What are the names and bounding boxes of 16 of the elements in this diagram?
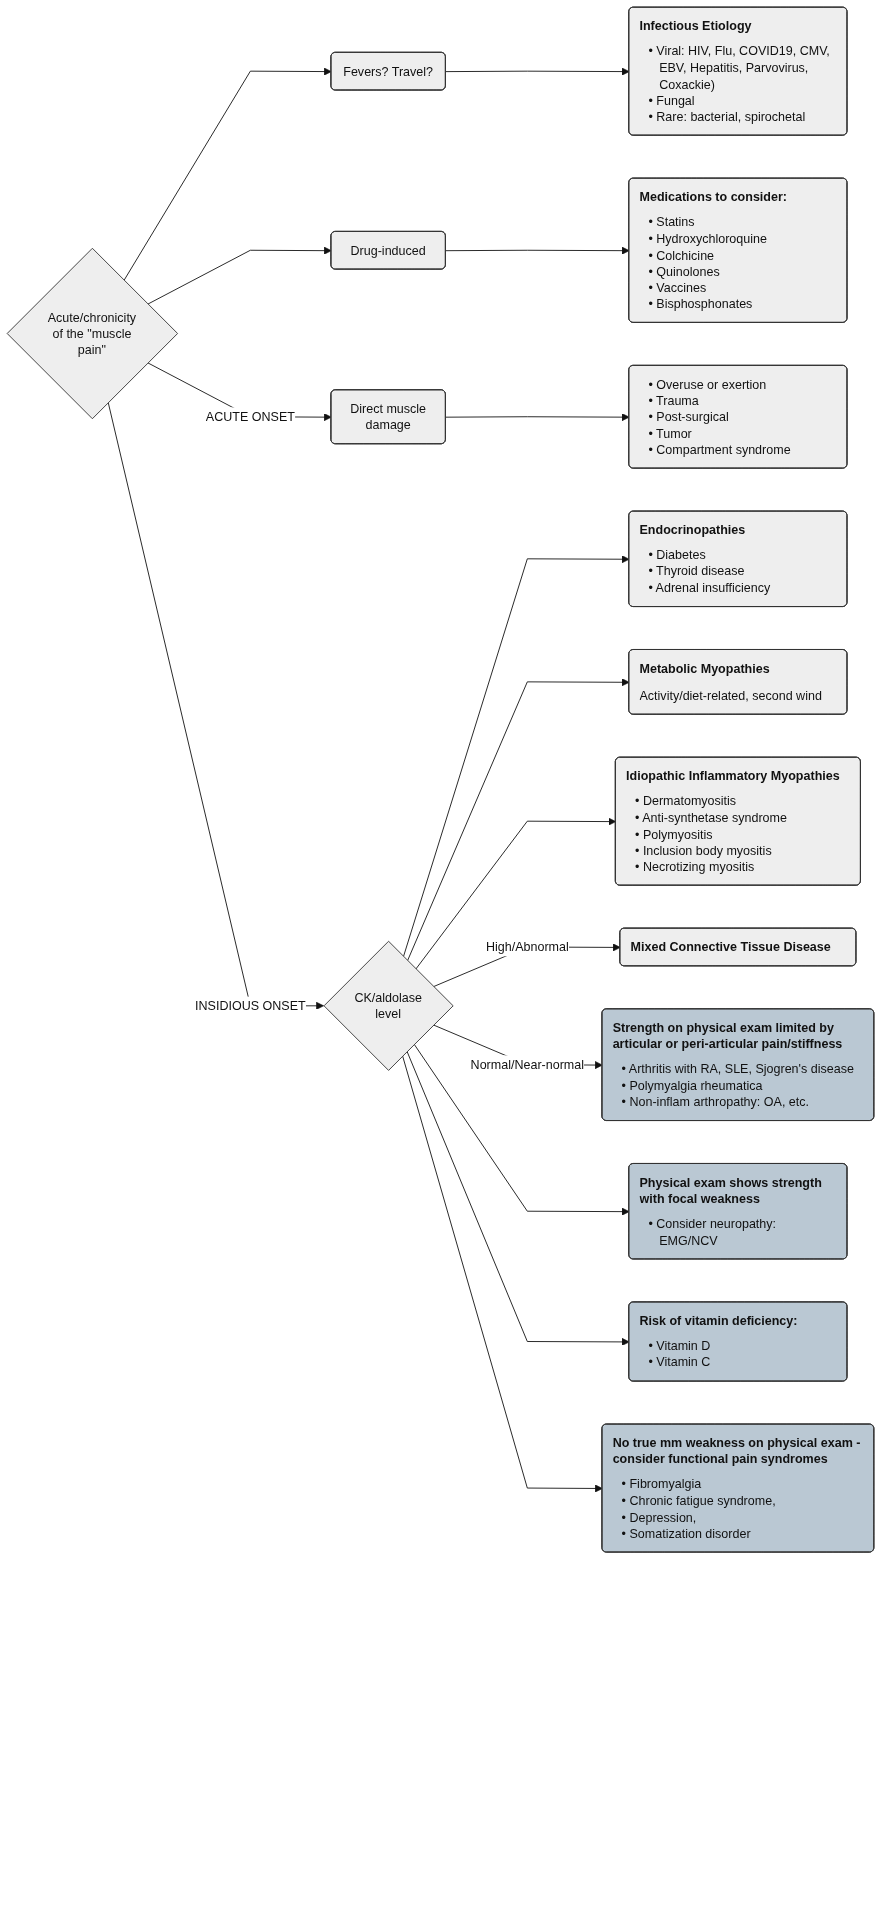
decision-diamond: Acute/chronicity of the "muscle pain" bbox=[6, 247, 179, 420]
process-box: Mixed Connective Tissue Disease bbox=[619, 927, 857, 967]
process-box: Idiopathic Inflammatory Myopathies • Dermatomyositis • Anti-synthetase syndrome • Polymyositis • Inclusion body myositis • Necrotizing myositis bbox=[614, 756, 861, 886]
process-box: Infectious Etiology • Viral: HIV, Flu, COVID19, CMV, EBV, Hepatitis, Parvovirus, Coxackie) • Fungal • Rare: bacterial, spirochetal bbox=[628, 6, 848, 136]
process-box: Direct muscle damage bbox=[330, 389, 446, 445]
process-box: Physical exam shows strength with focal weakness • Consider neuropathy: EMG/NCV bbox=[628, 1163, 848, 1260]
process-box: Endocrinopathies • Diabetes • Thyroid disease • Adrenal insufficiency bbox=[628, 510, 848, 607]
process-box: • Overuse or exertion • Trauma • Post-surgical • Tumor • Compartment syndrome bbox=[628, 364, 848, 469]
process-box: No true mm weakness on physical exam - consider functional pain syndromes • Fibromyalgia • Chronic fatigue syndrome, • Depression, • Somatization disorder bbox=[601, 1423, 875, 1553]
process-box: Metabolic Myopathies Activity/diet-related, second wind bbox=[628, 649, 848, 715]
process-box: Strength on physical exam limited by articular or peri-articular pain/stiffness • Arthritis with RA, SLE, Sjogren's disease • Polymyalgia rheumatica • Non-inflam arthropathy: OA, etc. bbox=[601, 1008, 875, 1121]
process-box: Drug-induced bbox=[330, 230, 446, 270]
process-box: Risk of vitamin deficiency: • Vitamin D • Vitamin C bbox=[628, 1301, 848, 1382]
decision-diamond: CK/aldolase level bbox=[323, 940, 454, 1071]
process-box: Fevers? Travel? bbox=[330, 51, 446, 91]
process-box: Medications to consider: • Statins • Hydroxychloroquine • Colchicine • Quinolones • Vaccines • Bisphosphonates bbox=[628, 177, 848, 323]
